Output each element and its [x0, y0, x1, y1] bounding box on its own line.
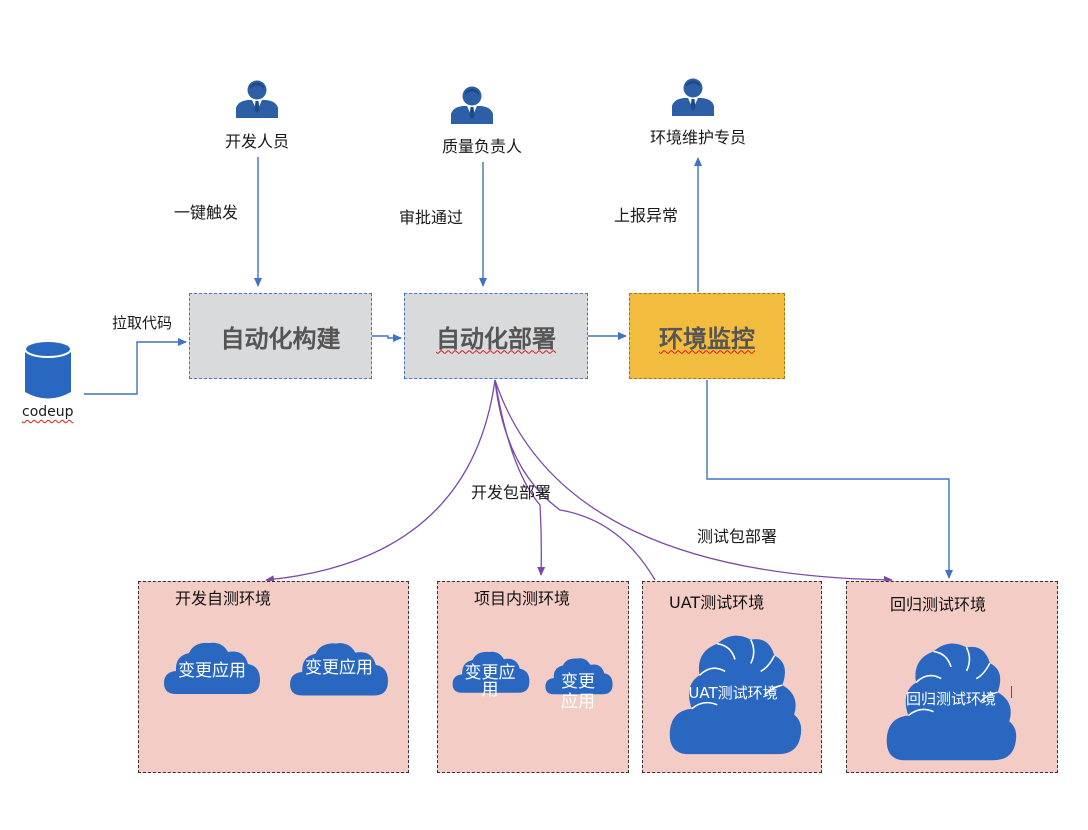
regression-deploy-curve: [494, 379, 893, 584]
dev-deploy-curve: [265, 379, 496, 584]
stage-env-monitor: 环境监控: [629, 293, 785, 379]
env-dev-selftest-title: 开发自测环境: [175, 589, 272, 608]
cursor-mark: [1011, 686, 1012, 698]
edge-label-test-deploy: 测试包部署: [697, 527, 778, 546]
env-regression-title: 回归测试环境: [890, 595, 987, 614]
build-deploy-arrow: [372, 334, 402, 342]
cloud-label: 回归测试环境: [905, 690, 996, 708]
edge-label-approved: 审批通过: [399, 208, 464, 227]
repo-label: codeup: [22, 404, 74, 420]
edge-label-report: 上报异常: [614, 206, 679, 225]
edge-label-dev-deploy: 开发包部署: [471, 483, 552, 502]
env-uat-title: UAT测试环境: [669, 593, 765, 612]
cloud-label: 变更 应用: [561, 672, 595, 712]
stage-auto-build-label: 自动化构建: [220, 324, 341, 353]
cloud-label: 变更应 用: [464, 663, 516, 700]
uat-deploy-curve: [494, 379, 656, 581]
env-project-internal-title: 项目内测环境: [474, 589, 571, 608]
database-icon: [24, 340, 72, 399]
monitor-regression-arrow: [706, 380, 953, 579]
edge-label-pull-code: 拉取代码: [112, 314, 173, 332]
stage-env-monitor-label: 环境监控: [659, 324, 755, 353]
person-label-developer: 开发人员: [224, 132, 289, 151]
stage-auto-build: 自动化构建: [189, 293, 372, 379]
stage-auto-deploy: 自动化部署: [404, 293, 588, 379]
stage-auto-deploy-label: 自动化部署: [436, 324, 556, 353]
edge-label-one-click: 一键触发: [174, 203, 239, 222]
cloud-label: 变更应用: [305, 658, 373, 678]
cloud-label: UAT测试环境: [688, 684, 778, 702]
person-label-quality-owner: 质量负责人: [441, 137, 522, 156]
person-label-env-maintainer: 环境维护专员: [649, 128, 746, 147]
internal-deploy-curve: [494, 379, 546, 576]
cloud-label: 变更应用: [178, 661, 246, 681]
pull-code-arrow: [84, 338, 187, 395]
